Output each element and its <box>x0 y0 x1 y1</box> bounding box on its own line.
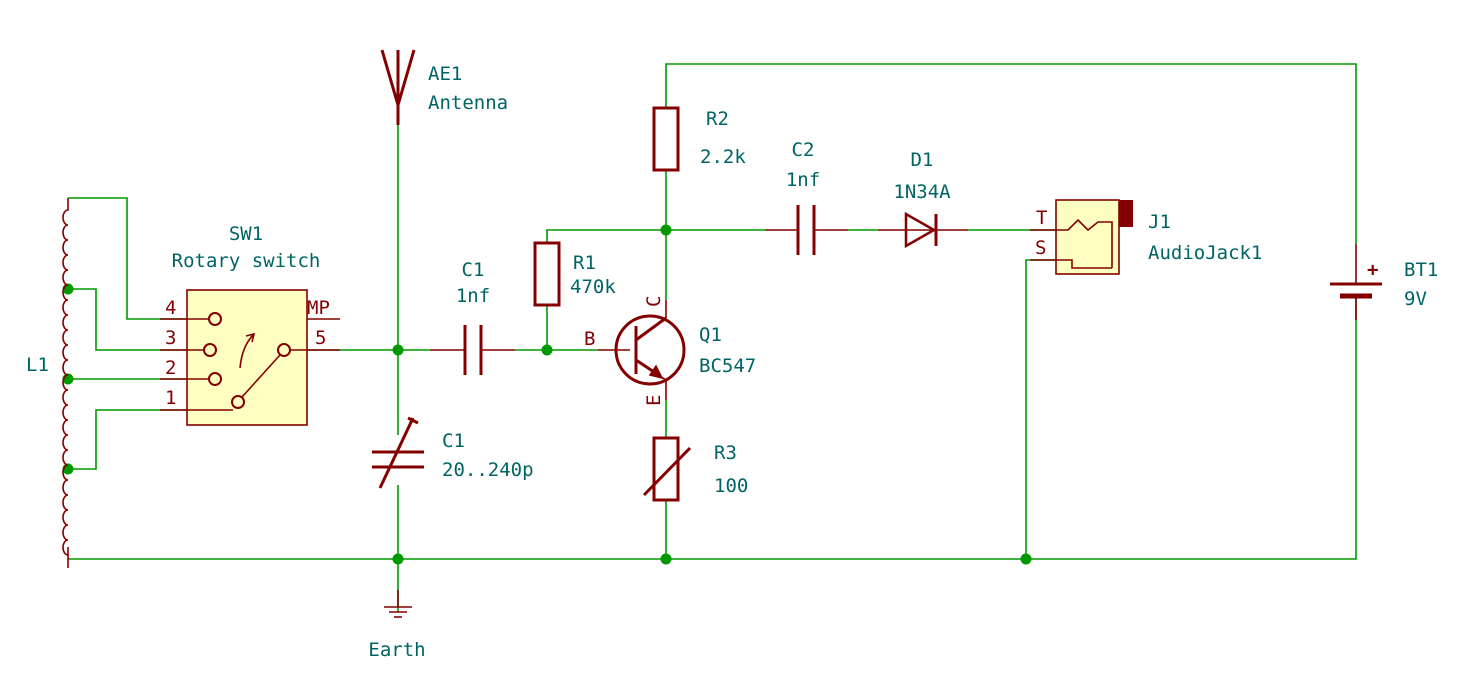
battery-bt1: + BT1 9V <box>1330 244 1438 320</box>
junctions <box>62 224 1032 565</box>
wire-supply-rail <box>665 63 1357 244</box>
q1-pin-emitter: E <box>643 395 665 406</box>
r1-ref: R1 <box>573 252 596 274</box>
q1-ref: Q1 <box>699 324 722 346</box>
ground-symbol: Earth <box>368 590 426 661</box>
c1-ref: C1 <box>462 259 485 281</box>
j1-ref: J1 <box>1148 211 1171 233</box>
sw1-ref: SW1 <box>229 223 263 245</box>
rotary-switch-sw1: 4 3 2 1 5 MP SW1 Rotary switch <box>160 223 340 426</box>
variable-capacitor: C1 20..240p <box>372 416 534 489</box>
junction-dot <box>392 553 404 565</box>
sw1-pin-2: 2 <box>165 357 176 379</box>
wire-r1-top <box>546 229 666 243</box>
ground-label: Earth <box>368 639 425 661</box>
q1-pin-base: B <box>584 328 595 350</box>
audio-jack-j1: T S J1 AudioJack1 <box>1030 199 1262 275</box>
junction-dot <box>660 224 672 236</box>
r3-value: 100 <box>714 475 748 497</box>
sw1-pin-4: 4 <box>165 297 176 319</box>
d1-ref: D1 <box>911 149 934 171</box>
d1-value: 1N34A <box>893 181 951 203</box>
antenna-ae1: AE1 Antenna <box>380 49 508 125</box>
r2-ref: R2 <box>706 108 729 130</box>
j1-pin-tip: T <box>1036 207 1047 229</box>
junction-dot <box>1020 553 1032 565</box>
wire-jack-sleeve-to-ground <box>1025 259 1056 559</box>
sw1-pin-mp: MP <box>307 297 330 319</box>
c1-value: 1nf <box>456 285 490 307</box>
sw1-pin-3: 3 <box>165 327 176 349</box>
l1-ref: L1 <box>26 354 49 376</box>
switch-body <box>186 289 308 426</box>
sw1-pin-5: 5 <box>315 327 326 349</box>
junction-dot <box>541 344 553 356</box>
junction-dot <box>660 553 672 565</box>
variable-arrow <box>378 417 415 489</box>
resistor-r3: R3 100 <box>642 436 748 502</box>
bt1-polarity: + <box>1367 259 1378 281</box>
wire-tap1-to-pin3 <box>68 288 210 351</box>
resistor-r1: R1 470k <box>533 241 616 307</box>
vcap-ref: C1 <box>442 430 465 452</box>
ae1-ref: AE1 <box>428 63 462 85</box>
j1-pin-sleeve: S <box>1035 237 1046 259</box>
coupling-capacitor-c1: C1 1nf <box>430 259 515 375</box>
bt1-value: 9V <box>1404 288 1427 310</box>
transistor-q1: B C E Q1 BC547 <box>584 296 756 406</box>
junction-dot <box>392 344 404 356</box>
diode-icon <box>904 211 937 249</box>
wire-ground-rail <box>68 294 1357 560</box>
j1-value: AudioJack1 <box>1148 242 1262 264</box>
resistor-r2: R2 2.2k <box>652 106 746 172</box>
bt1-ref: BT1 <box>1404 259 1438 281</box>
c2-ref: C2 <box>792 139 815 161</box>
ae1-value: Antenna <box>428 92 508 114</box>
inductor-l1: L1 <box>26 198 69 568</box>
sw1-value: Rotary switch <box>172 250 321 272</box>
q1-pin-collector: C <box>643 296 665 307</box>
output-capacitor-c2: C2 1nf <box>765 139 848 255</box>
r2-value: 2.2k <box>700 146 746 168</box>
q1-value: BC547 <box>699 355 756 377</box>
switch-wiper <box>241 354 281 398</box>
c2-value: 1nf <box>786 169 820 191</box>
switch-arc-arrow <box>239 333 255 369</box>
vcap-value: 20..240p <box>442 459 534 481</box>
jack-plug-tab <box>1119 200 1133 227</box>
diode-d1: D1 1N34A <box>878 149 968 249</box>
r1-value: 470k <box>570 276 616 298</box>
r3-ref: R3 <box>714 442 737 464</box>
sw1-pin-1: 1 <box>165 387 176 409</box>
